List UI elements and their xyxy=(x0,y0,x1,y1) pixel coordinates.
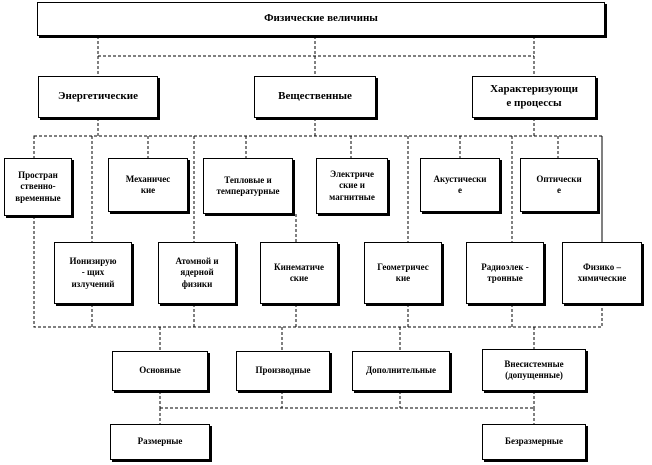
kind-derived: Производные xyxy=(236,351,330,391)
field-geometric-label: Геометричес кие xyxy=(377,261,429,283)
field-space-time-label: Простран ственно- временные xyxy=(15,170,61,203)
field-acoustic-label: Акустически е xyxy=(433,173,487,195)
field-mechanical-label: Механичес кие xyxy=(125,173,171,195)
group-process: Характеризующи е процессы xyxy=(472,76,596,118)
field-radio: Радиоэлек - тронные xyxy=(466,242,544,304)
root-box: Физические величины xyxy=(37,2,605,36)
field-electric: Электриче ские и магнитные xyxy=(316,158,388,214)
field-ionizing-label: Ионизирую - щих излучений xyxy=(69,256,117,289)
kind-additional: Дополнительные xyxy=(352,351,450,391)
dim-dimensional-label: Размерные xyxy=(137,436,183,447)
group-energy: Энергетические xyxy=(38,76,158,118)
field-kinematic: Кинематиче ские xyxy=(260,242,338,304)
field-radio-label: Радиоэлек - тронные xyxy=(481,261,529,283)
field-electric-label: Электриче ские и магнитные xyxy=(329,169,375,202)
field-thermal-label: Тепловые и температурные xyxy=(216,174,280,196)
field-atomic: Атомной и ядерной физики xyxy=(158,242,236,304)
dim-dimensionless: Безразмерные xyxy=(482,424,586,460)
dim-dimensionless-label: Безразмерные xyxy=(505,436,563,447)
kind-derived-label: Производные xyxy=(255,365,311,376)
group-energy-label: Энергетические xyxy=(58,90,138,103)
field-optical: Оптически е xyxy=(520,158,598,212)
group-substance: Вещественные xyxy=(254,76,376,118)
field-thermal: Тепловые и температурные xyxy=(203,158,293,214)
field-physchem: Физико – химические xyxy=(562,242,642,304)
dim-dimensional: Размерные xyxy=(110,424,210,460)
group-substance-label: Вещественные xyxy=(278,90,352,103)
field-geometric: Геометричес кие xyxy=(364,242,442,304)
field-atomic-label: Атомной и ядерной физики xyxy=(175,256,219,289)
kind-basic-label: Основные xyxy=(139,365,181,376)
field-ionizing: Ионизирую - щих излучений xyxy=(54,242,132,304)
field-mechanical: Механичес кие xyxy=(108,158,188,212)
kind-basic: Основные xyxy=(112,351,208,391)
field-kinematic-label: Кинематиче ские xyxy=(274,261,324,283)
kind-nonsystem: Внесистемные (допущенные) xyxy=(482,349,586,391)
group-process-label: Характеризующи е процессы xyxy=(490,83,578,109)
field-space-time: Простран ственно- временные xyxy=(4,158,72,216)
root-label: Физические величины xyxy=(264,12,378,25)
field-physchem-label: Физико – химические xyxy=(577,261,627,283)
kind-nonsystem-label: Внесистемные (допущенные) xyxy=(504,358,564,380)
field-optical-label: Оптически е xyxy=(536,173,582,195)
kind-additional-label: Дополнительные xyxy=(365,365,437,376)
field-acoustic: Акустически е xyxy=(420,158,500,212)
